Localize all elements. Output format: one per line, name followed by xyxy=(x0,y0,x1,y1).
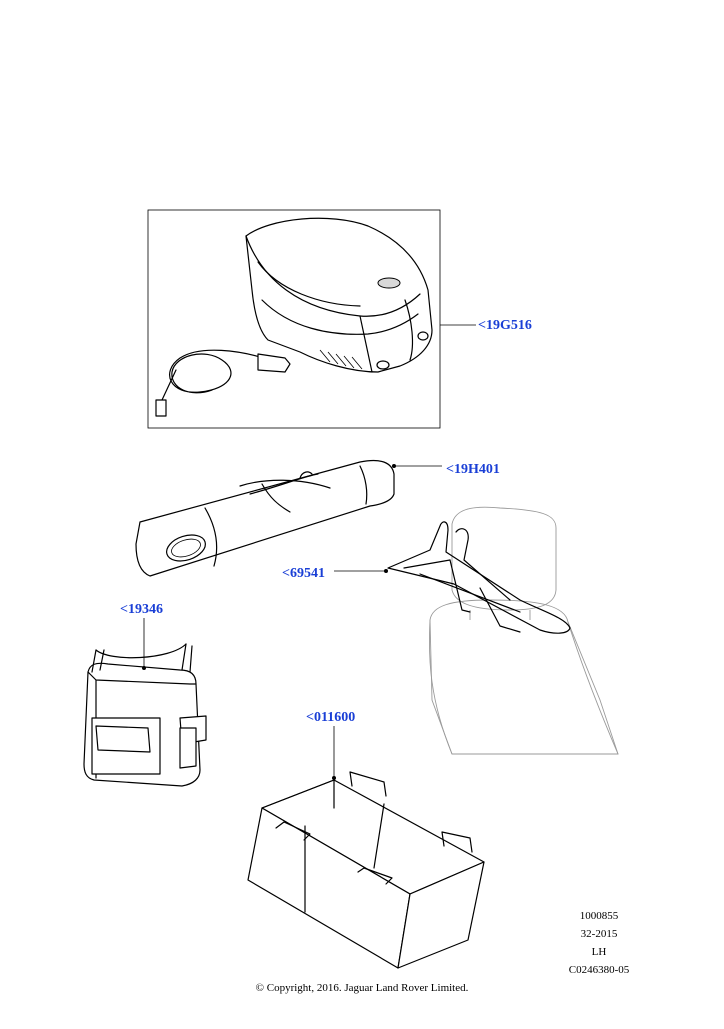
reference-line-3: LH xyxy=(591,946,607,958)
callout-19346[interactable]: <19346 xyxy=(120,602,163,617)
copyright-notice: © Copyright, 2016. Jaguar Land Rover Lim… xyxy=(255,982,469,994)
reference-line-2: 32-2015 xyxy=(580,928,618,940)
land-rover-logo-icon xyxy=(166,534,206,562)
callout-011600[interactable]: <011600 xyxy=(306,710,356,725)
leader-lines xyxy=(142,324,476,780)
coat-hanger-illustration xyxy=(387,521,571,634)
reference-line-1: 1000855 xyxy=(579,910,619,922)
reference-line-4: C0246380-05 xyxy=(568,964,630,976)
rolled-bag-illustration xyxy=(135,459,395,577)
callout-19g516[interactable]: <19G516 xyxy=(478,318,532,333)
cool-box-frame xyxy=(147,209,441,429)
callout-69541[interactable]: <69541 xyxy=(282,566,325,581)
cool-box-illustration xyxy=(147,209,441,429)
boot-organizer-illustration xyxy=(247,771,485,969)
seat-outline xyxy=(428,506,619,755)
logo-badge-icon xyxy=(377,277,401,289)
storage-bag-illustration xyxy=(83,643,207,787)
callout-19h401[interactable]: <19H401 xyxy=(446,462,500,477)
plug-icon xyxy=(155,399,167,417)
